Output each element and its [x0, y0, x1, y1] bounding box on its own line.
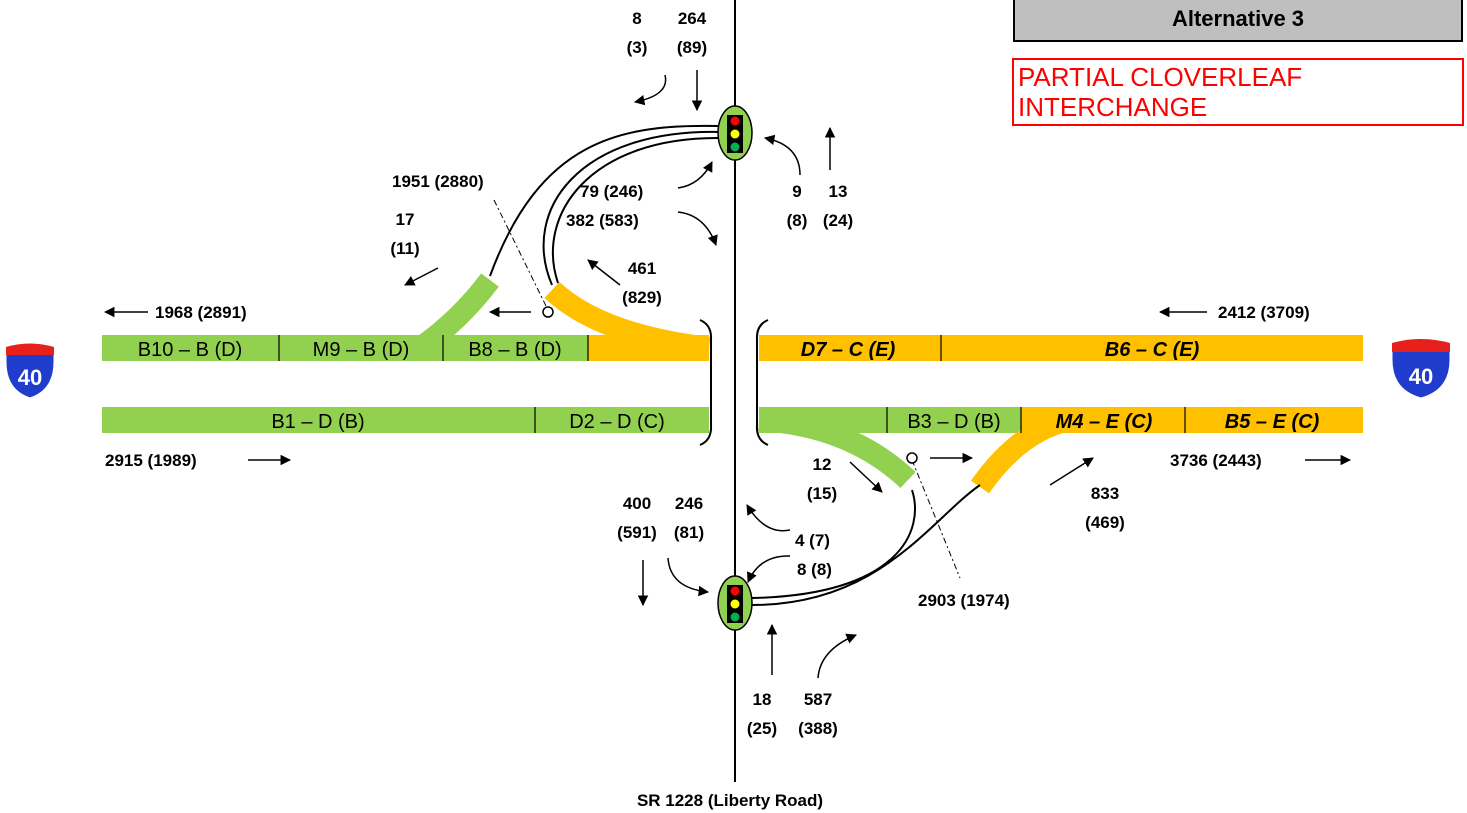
n-ramp-left-arrow: [677, 161, 713, 189]
alternative-title-box: Alternative 3: [1013, 0, 1463, 42]
wb-offramp-arrow: [587, 259, 621, 286]
vol-north-right-a: 8: [632, 9, 641, 28]
vol-n-ramp-right: 382 (583): [566, 211, 639, 230]
vol-s-nb-right-b: (388): [798, 719, 838, 738]
shield-number-west: 40: [18, 365, 42, 390]
alternative-title: Alternative 3: [1171, 6, 1305, 31]
vol-north-right-b: (3): [627, 38, 648, 57]
segment-label-m4: M4 – E (C): [1056, 411, 1153, 433]
north-ramps: [489, 124, 723, 286]
bridge-bracket-east: [755, 319, 769, 446]
north-right-arrow: [633, 74, 667, 106]
vol-n-nb-left-b: (8): [787, 211, 808, 230]
vol-wb-offramp-b: (829): [622, 288, 662, 307]
shield-number-east: 40: [1409, 364, 1433, 389]
volume-labels: 1968 (2891) 2412 (3709) 2915 (1989) 3736…: [105, 9, 1310, 738]
vol-n-nb-thru-b: (24): [823, 211, 853, 230]
wb-onramp-arrow: [404, 267, 439, 286]
vol-s-nb-thru-b: (25): [747, 719, 777, 738]
interstate-shield-east-icon: 40: [1391, 338, 1451, 399]
interchange-type-label: PARTIAL CLOVERLEAF INTERCHANGE: [1018, 62, 1303, 122]
vol-s-sb-thru-a: 400: [623, 494, 651, 513]
vol-eb-loop-thru: 2903 (1974): [918, 591, 1010, 610]
eb-band-green-west: [102, 407, 709, 433]
s-ramp-right-arrow: [747, 555, 791, 583]
vol-n-nb-left-a: 9: [792, 182, 801, 201]
south-signal-icon: [717, 575, 753, 631]
westbound-freeway: [102, 335, 1363, 361]
vol-wb-mainline-in: 2412 (3709): [1218, 303, 1310, 322]
segment-labels: B10 – B (D) M9 – B (D) B8 – B (D) D7 – C…: [138, 339, 1320, 433]
vol-north-thru-b: (89): [677, 38, 707, 57]
s-ramp-left-arrow: [746, 504, 791, 532]
vol-eb-mainline-in: 2915 (1989): [105, 451, 197, 470]
road-name-label: SR 1228 (Liberty Road): [637, 791, 823, 810]
segment-label-b5: B5 – E (C): [1225, 411, 1320, 433]
vol-wb-offramp-a: 461: [628, 259, 656, 278]
s-nb-right-arrow: [817, 633, 857, 679]
eb-band-orange-east: [1021, 407, 1363, 433]
interchange-type-box: PARTIAL CLOVERLEAF INTERCHANGE: [1012, 58, 1464, 126]
wb-offramp-diverge: [544, 281, 711, 359]
vol-n-ramp-left: 79 (246): [580, 182, 643, 201]
wb-loop-leader: [493, 199, 549, 311]
vol-eb-onramp-a: 833: [1091, 484, 1119, 503]
segment-label-b1: B1 – D (B): [271, 411, 364, 433]
vol-s-ramp-right: 8 (8): [797, 560, 832, 579]
segment-label-b3: B3 – D (B): [907, 411, 1000, 433]
vol-s-sb-left-b: (81): [674, 523, 704, 542]
eb-loop-leader: [911, 459, 961, 579]
wb-band-orange-east: [759, 335, 1363, 361]
segment-label-d2: D2 – D (C): [569, 411, 665, 433]
vol-s-sb-thru-b: (591): [617, 523, 657, 542]
eb-onramp-arrow: [1049, 457, 1094, 486]
segment-dividers: [278, 335, 1186, 433]
movement-arrows: [103, 70, 1352, 679]
wb-onramp-merge: [413, 273, 499, 358]
interstate-shield-west-icon: 40: [5, 343, 55, 399]
vol-eb-offramp-b: (15): [807, 484, 837, 503]
vol-s-ramp-left: 4 (7): [795, 531, 830, 550]
s-sb-left-arrow: [667, 557, 710, 597]
n-ramp-right-arrow: [677, 211, 718, 246]
segment-label-b6: B6 – C (E): [1105, 339, 1200, 361]
vol-wb-mainline-out: 1968 (2891): [155, 303, 247, 322]
bridge-bracket-west: [699, 319, 713, 446]
vol-north-thru-a: 264: [678, 9, 707, 28]
eb-offramp-arrow: [849, 461, 883, 493]
eb-onramp-merge: [970, 409, 1073, 494]
segment-label-b10: B10 – B (D): [138, 339, 242, 361]
vol-eb-onramp-b: (469): [1085, 513, 1125, 532]
segment-label-b8: B8 – B (D): [468, 339, 561, 361]
vol-s-nb-right-a: 587: [804, 690, 832, 709]
vol-eb-mainline-out: 3736 (2443): [1170, 451, 1262, 470]
eb-loop-node: [906, 452, 918, 464]
eb-offramp-diverge: [758, 409, 916, 489]
north-signal-icon: [717, 105, 753, 161]
segment-label-m9: M9 – B (D): [313, 339, 410, 361]
n-nb-left-arrow: [763, 134, 801, 176]
segment-label-d7: D7 – C (E): [801, 339, 896, 361]
eastbound-freeway: [102, 407, 1363, 433]
vol-s-sb-left-a: 246: [675, 494, 703, 513]
south-ramps: [751, 484, 981, 606]
vol-eb-offramp-a: 12: [813, 455, 832, 474]
vol-wb-onramp-b: (11): [390, 239, 419, 258]
vol-wb-loop-thru: 1951 (2880): [392, 172, 484, 191]
vol-n-nb-thru-a: 13: [829, 182, 848, 201]
wb-loop-node: [542, 306, 554, 318]
vol-wb-onramp-a: 17: [396, 210, 415, 229]
vol-s-nb-thru-a: 18: [753, 690, 772, 709]
